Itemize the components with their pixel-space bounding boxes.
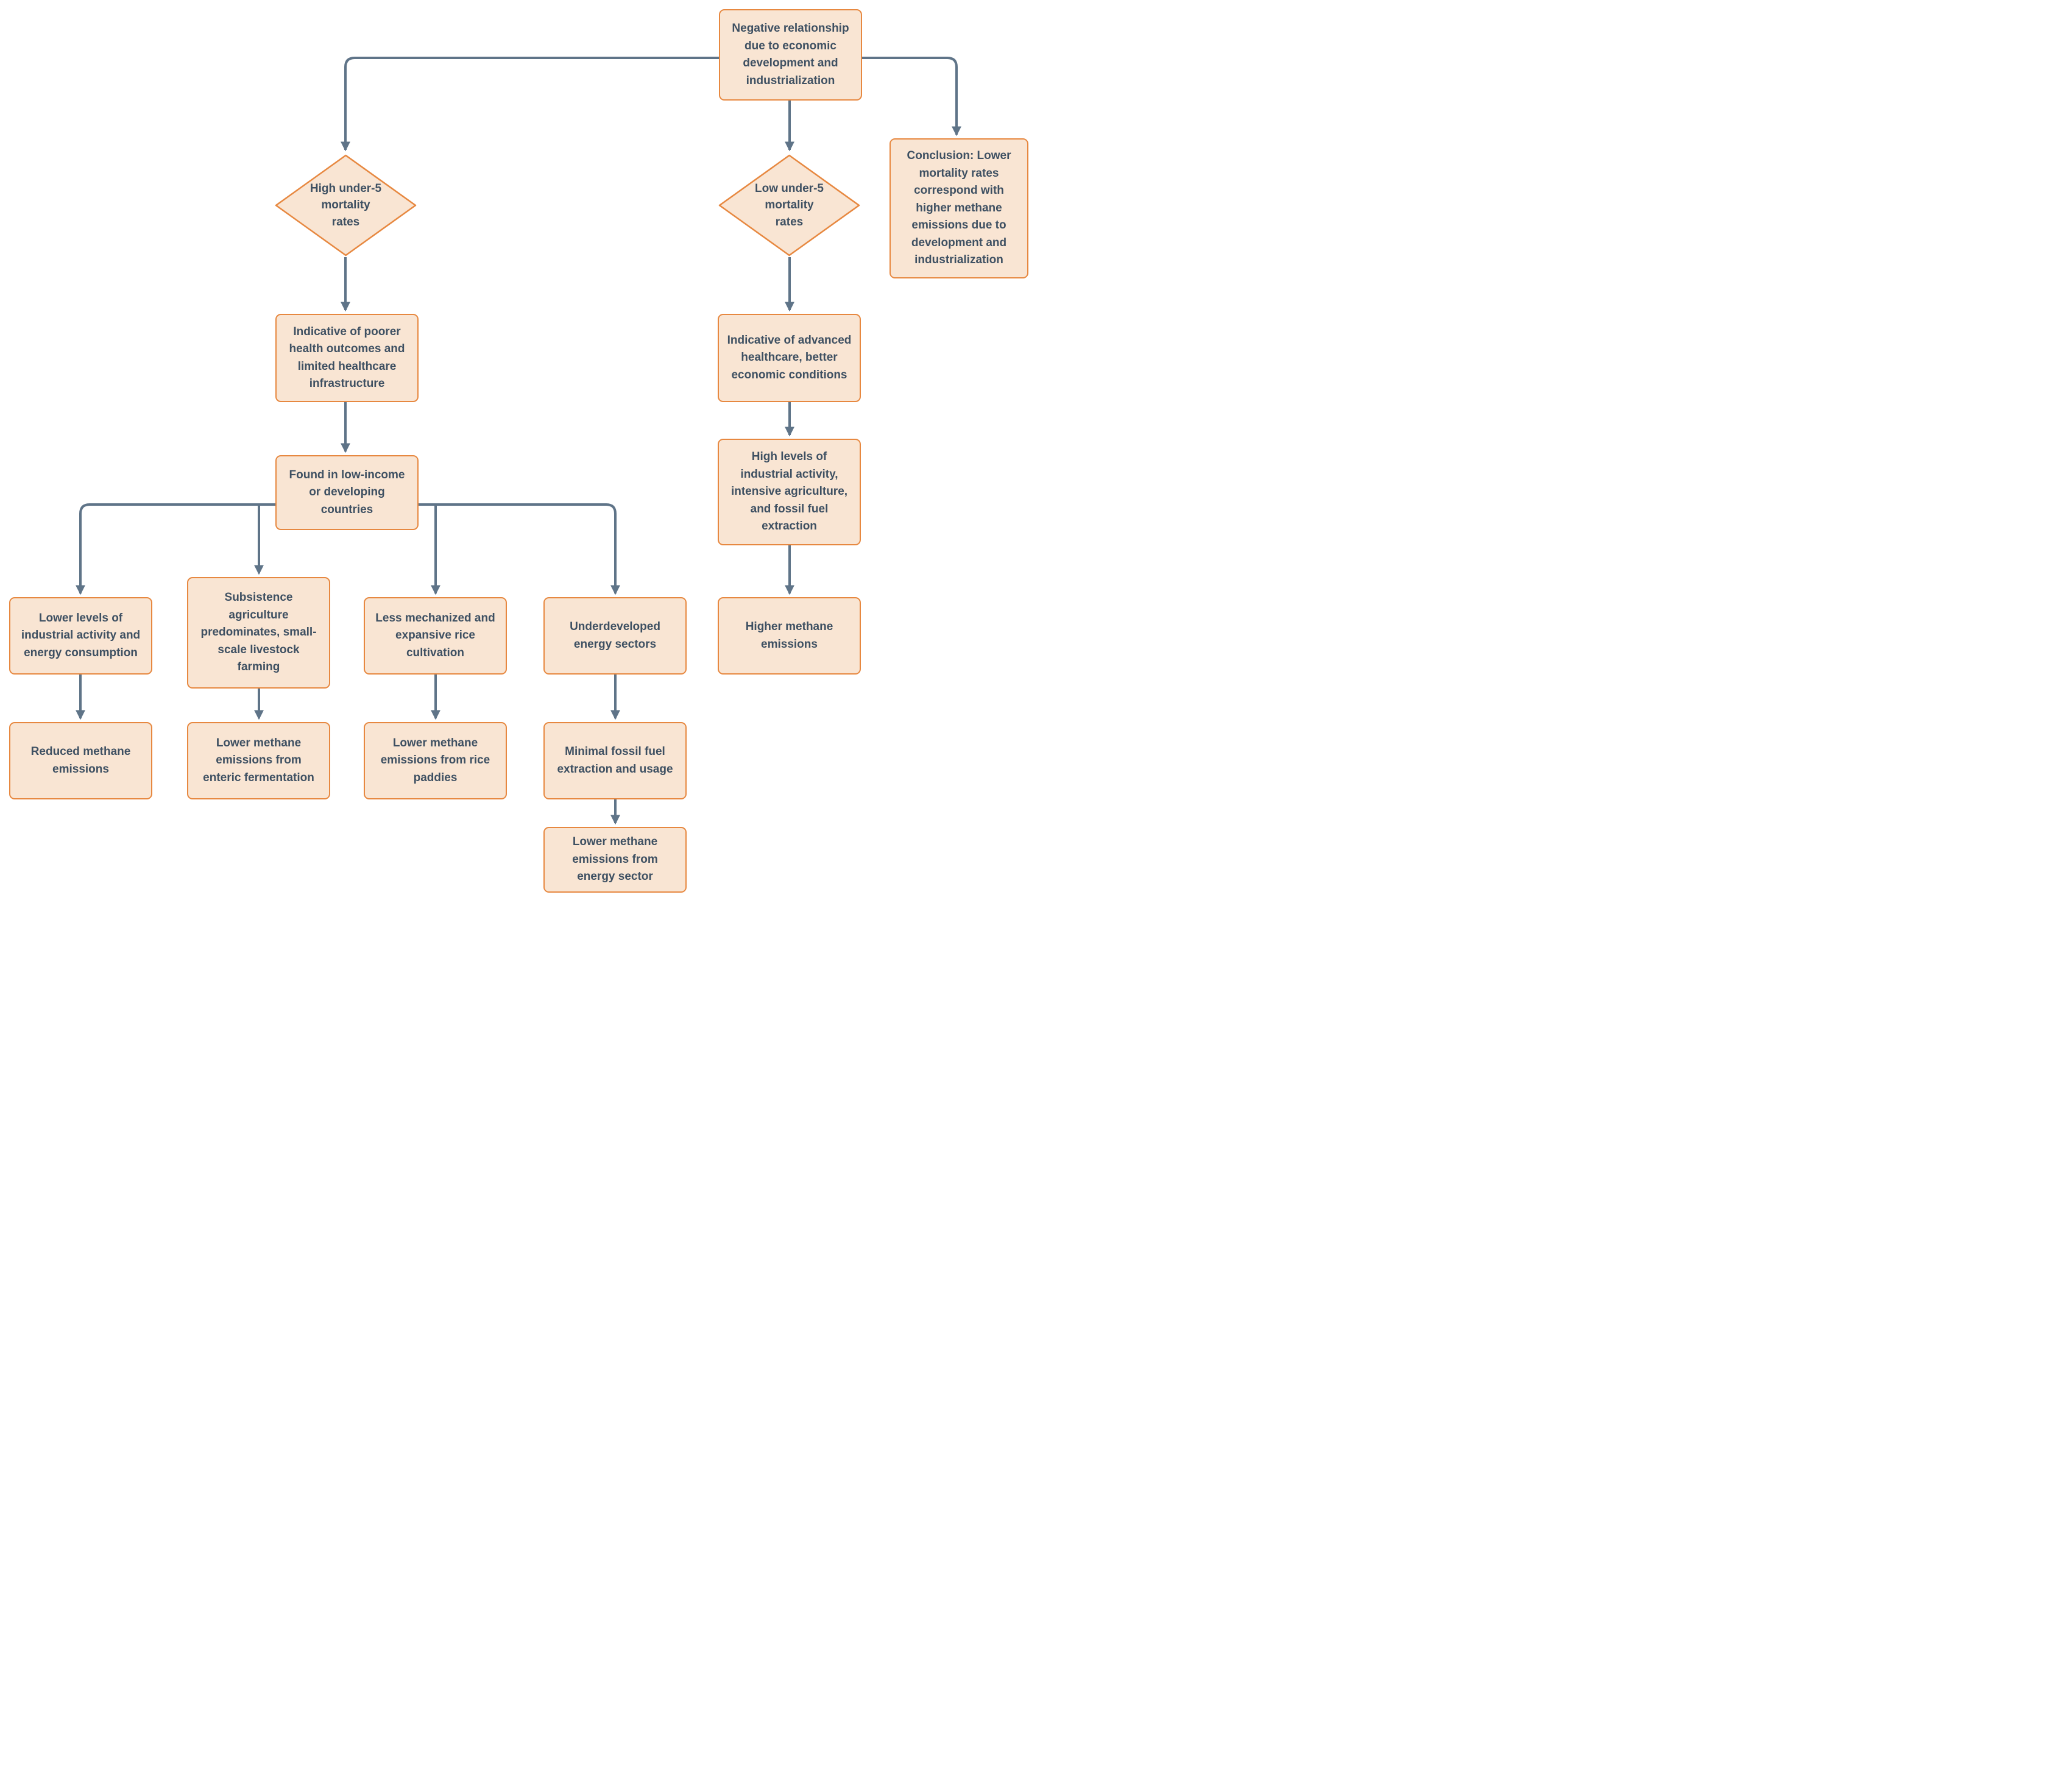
decision-label: Low under-5 mortality rates <box>755 182 824 228</box>
decision-low-under5-mortality: Low under-5 mortality rates <box>718 154 861 257</box>
flowchart-canvas: Negative relationship due to economic de… <box>0 0 1034 896</box>
node-conclusion: Conclusion: Lower mortality rates corres… <box>889 138 1028 278</box>
decision-high-under5-mortality: High under-5 mortality rates <box>274 154 417 257</box>
node-advanced-healthcare: Indicative of advanced healthcare, bette… <box>718 314 861 402</box>
node-poorer-health: Indicative of poorer health outcomes and… <box>275 314 419 402</box>
node-subsistence-agriculture: Subsistence agriculture predominates, sm… <box>187 577 330 689</box>
flow-connectors <box>76 57 961 825</box>
node-rice-cultivation: Less mechanized and expansive rice culti… <box>364 597 507 675</box>
edge-root-to-high-mortality <box>341 57 719 152</box>
node-rice-paddies: Lower methane emissions from rice paddie… <box>364 722 507 799</box>
node-lower-industrial-activity: Lower levels of industrial activity and … <box>9 597 152 675</box>
node-minimal-fossil-fuel: Minimal fossil fuel extraction and usage <box>543 722 687 799</box>
node-high-industrial-activity: High levels of industrial activity, inte… <box>718 439 861 545</box>
node-higher-methane: Higher methane emissions <box>718 597 861 675</box>
node-enteric-fermentation: Lower methane emissions from enteric fer… <box>187 722 330 799</box>
diamond-shape <box>275 154 417 257</box>
node-reduced-methane: Reduced methane emissions <box>9 722 152 799</box>
edge-low-income-to-underdeveloped-energy <box>419 503 620 595</box>
node-energy-sector-emissions: Lower methane emissions from energy sect… <box>543 827 687 893</box>
node-negative-relationship: Negative relationship due to economic de… <box>719 9 862 101</box>
node-underdeveloped-energy: Underdeveloped energy sectors <box>543 597 687 675</box>
edge-root-to-conclusion <box>862 57 961 136</box>
decision-label: High under-5 mortality rates <box>309 182 382 228</box>
node-low-income-countries: Found in low-income or developing countr… <box>275 455 419 530</box>
diamond-shape <box>718 154 860 257</box>
